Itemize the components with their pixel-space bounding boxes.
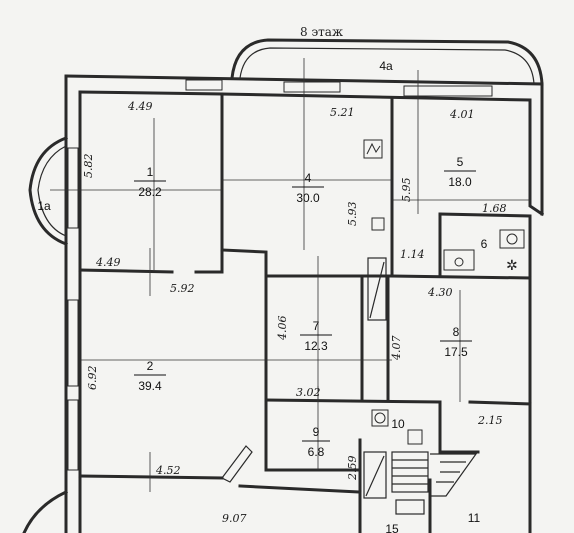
room-2: 2 39.4 — [134, 359, 166, 393]
room-number: 6 — [481, 237, 488, 251]
shaft-upper-diag — [369, 261, 385, 319]
room-8: 8 17.5 — [440, 325, 472, 359]
window-left-2 — [67, 299, 79, 387]
window-left-1 — [67, 147, 79, 229]
bath-icon — [499, 229, 525, 249]
staircase — [391, 451, 478, 515]
lamp-icon: ✲ — [506, 257, 518, 273]
room-11: 11 — [468, 511, 481, 525]
wall-5-8 — [390, 274, 532, 280]
window-left-3 — [67, 399, 79, 471]
room-area: 30.0 — [296, 191, 320, 205]
dim-1-68: 1.68 — [482, 202, 507, 215]
dim-4-30: 4.30 — [427, 286, 453, 299]
room-number: 1a — [37, 199, 51, 213]
room-number: 1 — [147, 165, 154, 179]
dim-2-15: 2.15 — [477, 414, 503, 427]
wall-7-9 — [264, 398, 442, 404]
balcony-bottom-outline — [22, 490, 68, 533]
room-5: 5 18.0 — [444, 155, 476, 189]
wall-10 — [438, 400, 480, 454]
dim-2-59: 2.59 — [346, 456, 359, 482]
room-6: 6 — [481, 237, 488, 251]
room-number: 4 — [305, 171, 312, 185]
room-number: 4a — [379, 59, 393, 73]
window-top-2 — [283, 81, 341, 93]
room-7: 7 12.3 — [300, 319, 332, 353]
room-area: 17.5 — [444, 345, 468, 359]
wall-8-bottom — [468, 400, 532, 406]
room-area: 28.2 — [138, 185, 162, 199]
dim-4-01: 4.01 — [449, 108, 475, 121]
outer-wall-top-inner-2 — [220, 92, 532, 122]
shaft-lower — [363, 451, 387, 499]
window-top-3 — [403, 85, 493, 97]
wall-1-2-left — [78, 268, 174, 274]
room-9: 9 6.8 — [302, 425, 330, 459]
room-number: 11 — [468, 511, 481, 525]
wall-bottom-mid — [238, 484, 362, 494]
room-number: 2 — [147, 359, 154, 373]
room-area: 39.4 — [138, 379, 162, 393]
toilet-6-icon — [443, 249, 475, 271]
room-number: 15 — [385, 522, 399, 533]
toilet-10-icon — [371, 409, 389, 427]
room-number: 9 — [313, 425, 320, 439]
room-number: 7 — [313, 319, 320, 333]
dim-9-07: 9.07 — [222, 512, 247, 525]
outer-wall-top — [64, 74, 544, 216]
window-top-1 — [185, 79, 223, 91]
dim-3-02: 3.02 — [296, 386, 321, 399]
fixture-10-icon — [407, 429, 423, 445]
room-area: 12.3 — [304, 339, 328, 353]
room-area: 6.8 — [308, 445, 325, 459]
dim-5-92: 5.92 — [170, 282, 195, 295]
dimension-ticks — [50, 58, 530, 492]
balcony-1a-outline — [28, 136, 68, 246]
balcony-1a-inner — [37, 145, 67, 237]
dim-4-06: 4.06 — [276, 316, 289, 342]
room-4a: 4a — [379, 59, 393, 73]
floor-title: 8 этаж — [300, 25, 343, 39]
wall-6 — [438, 212, 532, 278]
stove-icon — [363, 139, 383, 159]
room-area: 18.0 — [448, 175, 472, 189]
shaft-lower-diag — [365, 455, 385, 497]
balcony-4a-inner — [239, 47, 535, 85]
dim-5-93: 5.93 — [346, 202, 359, 227]
dim-4-49-bottom: 4.49 — [95, 256, 121, 269]
dim-4-49-top: 4.49 — [127, 100, 153, 113]
room-number: 8 — [453, 325, 460, 339]
room-1: 1 28.2 — [134, 165, 166, 199]
dim-5-82: 5.82 — [82, 154, 95, 179]
dim-4-07: 4.07 — [390, 336, 403, 362]
dim-5-21: 5.21 — [330, 106, 355, 119]
dim-1-14: 1.14 — [400, 248, 425, 261]
room-number: 5 — [457, 155, 464, 169]
wall-4-bottom — [220, 248, 394, 278]
dim-6-92: 6.92 — [86, 366, 99, 391]
room-number: 10 — [391, 417, 405, 431]
room-15: 15 — [385, 522, 399, 533]
dim-4-52: 4.52 — [155, 464, 181, 477]
dim-5-95: 5.95 — [400, 178, 413, 203]
fixture-4-icon — [371, 217, 385, 231]
outer-wall-right-inner — [528, 98, 545, 217]
shaft-upper — [367, 257, 387, 321]
room-1a: 1a — [37, 199, 51, 213]
door-2 — [221, 445, 253, 483]
wall-2-bottom — [78, 474, 224, 480]
room-10: 10 — [391, 417, 405, 431]
room-4: 4 30.0 — [292, 171, 324, 205]
balcony-4a-outline — [230, 38, 544, 86]
